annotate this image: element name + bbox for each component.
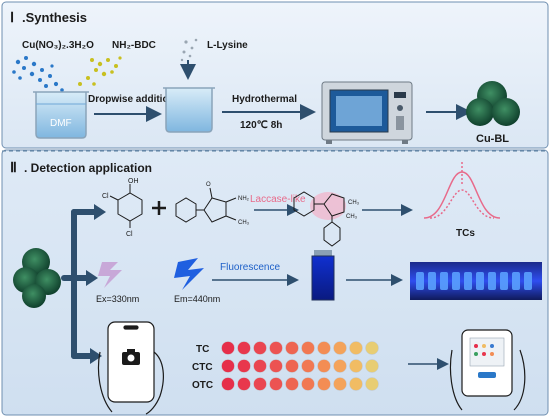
phenol-oh-label: OH — [128, 178, 139, 185]
color-dot-otc-2 — [237, 377, 251, 391]
cu-bl-spheres — [466, 81, 520, 126]
fluorescence-label: Fluorescence — [220, 262, 280, 273]
section1-numeral: Ⅰ — [10, 9, 14, 25]
branch-arrowhead-bottom — [90, 348, 102, 364]
antipyrine-nh2-label: NH₂ — [238, 196, 250, 202]
nh2-bdc-particles — [78, 56, 122, 86]
color-dot-ctc-3 — [253, 359, 267, 373]
branch-arrowhead-top — [94, 204, 106, 220]
dye-ch3-label-1: CH₃ — [348, 200, 360, 206]
analysis-phone-icon — [449, 329, 526, 411]
color-dot-array — [221, 341, 379, 391]
color-dot-otc-6 — [301, 377, 315, 391]
dropwise-label: Dropwise addition — [88, 94, 175, 105]
color-dot-tc-3 — [253, 341, 267, 355]
color-dot-tc-8 — [333, 341, 347, 355]
color-dot-tc-4 — [269, 341, 283, 355]
color-dot-tc-10 — [365, 341, 379, 355]
dye-ch3-label-2: CH₃ — [346, 214, 358, 220]
color-dot-tc-6 — [301, 341, 315, 355]
laccase-label: Laccase-like — [250, 194, 306, 205]
product-label: Cu-BL — [476, 133, 509, 145]
row-label-otc: OTC — [192, 380, 213, 391]
section2-numeral: Ⅱ — [10, 159, 17, 175]
em-label: Em=440nm — [174, 294, 220, 304]
section1-title: .Synthesis — [22, 10, 87, 25]
hydrothermal-label: Hydrothermal — [232, 94, 297, 105]
solvent-label: DMF — [50, 118, 72, 129]
ex-lightning-icon — [98, 262, 122, 288]
ex-label: Ex=330nm — [96, 294, 139, 304]
tcs-peak-curve — [423, 162, 501, 219]
color-dot-tc-1 — [221, 341, 235, 355]
color-dot-ctc-10 — [365, 359, 379, 373]
dichlorophenol-structure — [109, 184, 143, 228]
tcs-label: TCs — [456, 228, 475, 239]
row-label-ctc: CTC — [192, 362, 213, 373]
color-dot-tc-5 — [285, 341, 299, 355]
aminoantipyrine-structure — [175, 187, 237, 223]
phenol-cl-label-1: Cl — [102, 193, 109, 200]
section2-title: . Detection application — [24, 161, 152, 175]
color-dot-tc-7 — [317, 341, 331, 355]
color-dot-otc-9 — [349, 377, 363, 391]
color-dot-otc-7 — [317, 377, 331, 391]
color-dot-ctc-8 — [333, 359, 347, 373]
color-dot-otc-5 — [285, 377, 299, 391]
color-dot-ctc-7 — [317, 359, 331, 373]
dye-product-structure — [293, 191, 346, 247]
color-dot-ctc-2 — [237, 359, 251, 373]
hydrothermal-condition: 120℃ 8h — [240, 120, 282, 131]
color-dot-ctc-6 — [301, 359, 315, 373]
phenol-cl-label-2: Cl — [126, 231, 133, 238]
reagent-l-lysine: L-Lysine — [207, 40, 248, 51]
antipyrine-ch3-label: CH₃ — [238, 220, 250, 226]
branch-arrowhead-mid — [86, 270, 98, 286]
copper-salt-particles — [12, 56, 64, 92]
oven-icon — [321, 81, 413, 144]
color-dot-ctc-5 — [285, 359, 299, 373]
camera-icon — [122, 349, 140, 365]
color-dot-otc-10 — [365, 377, 379, 391]
plus-icon — [152, 201, 166, 215]
antipyrine-o-label: O — [206, 182, 211, 188]
color-dot-ctc-9 — [349, 359, 363, 373]
color-dot-ctc-4 — [269, 359, 283, 373]
color-dot-otc-4 — [269, 377, 283, 391]
fluorescence-tube-strip — [410, 262, 542, 300]
cuvette-icon — [311, 250, 335, 301]
color-dot-ctc-1 — [221, 359, 235, 373]
color-dot-otc-3 — [253, 377, 267, 391]
color-dot-tc-9 — [349, 341, 363, 355]
dmf-beaker — [33, 91, 89, 139]
cu-bl-cluster — [13, 248, 61, 308]
mixture-beaker — [163, 87, 215, 133]
reagent-nh2-bdc: NH₂-BDC — [112, 40, 156, 51]
l-lysine-particles — [180, 38, 198, 62]
row-label-tc: TC — [196, 344, 209, 355]
color-dot-tc-2 — [237, 341, 251, 355]
color-dot-otc-8 — [333, 377, 347, 391]
reagent-copper-nitrate: Cu(NO₃)₂.3H₂O — [22, 40, 94, 51]
em-lightning-icon — [174, 258, 204, 290]
branch-arrows — [61, 209, 99, 359]
color-dot-otc-1 — [221, 377, 235, 391]
